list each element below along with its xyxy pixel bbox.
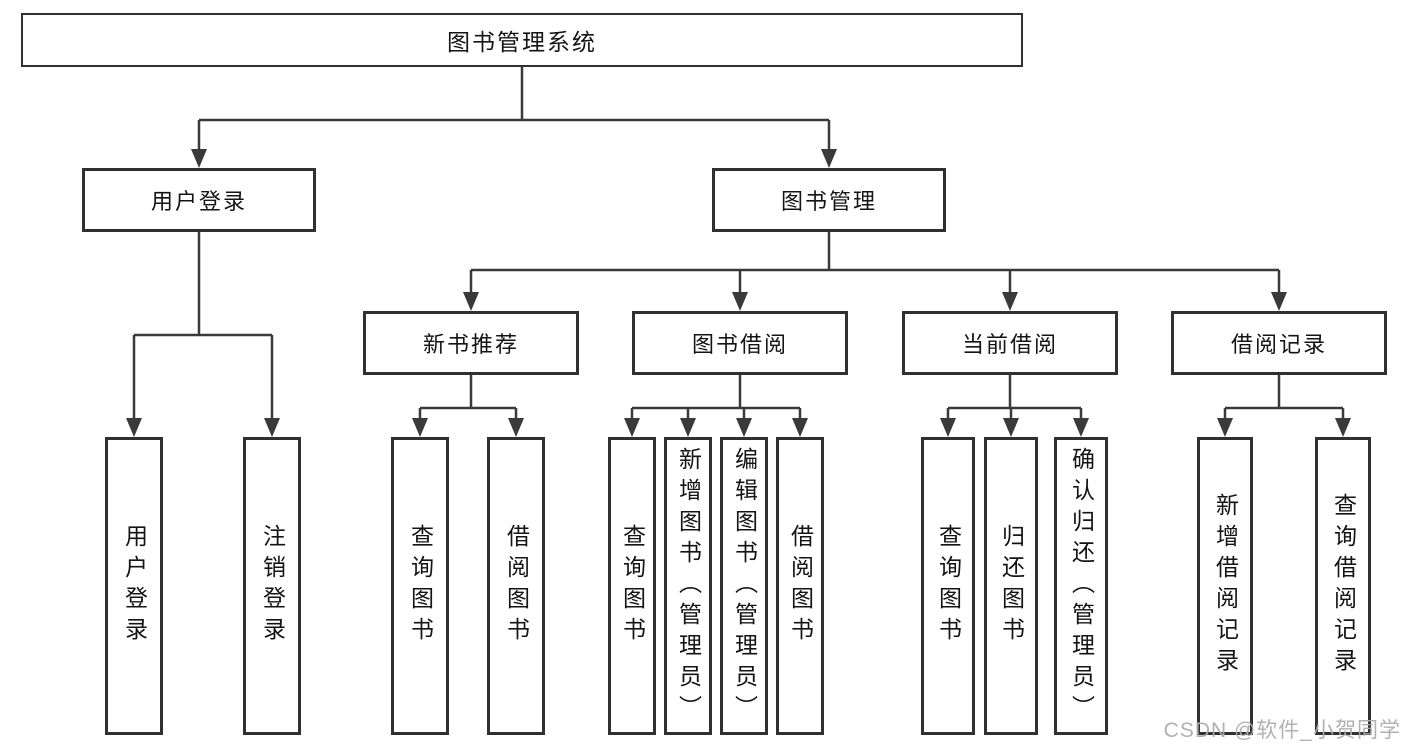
leaf-user-login-label: 用户登录 <box>121 524 148 648</box>
node-current-borrow-label: 当前借阅 <box>961 332 1058 357</box>
leaf-query-book-recommend: 查询图书 <box>391 437 449 735</box>
leaf-borrow-book: 借阅图书 <box>776 437 824 735</box>
leaf-return-book: 归还图书 <box>984 437 1038 735</box>
leaf-query-book-current-label: 查询图书 <box>935 524 962 648</box>
leaf-query-book-current: 查询图书 <box>921 437 975 735</box>
node-book-management: 图书管理 <box>712 168 946 232</box>
node-root-label: 图书管理系统 <box>447 29 597 55</box>
node-new-book-recommend: 新书推荐 <box>363 311 579 375</box>
leaf-confirm-return-admin: 确认归还（管理员） <box>1054 437 1108 735</box>
leaf-edit-book-admin: 编辑图书（管理员） <box>720 437 768 735</box>
node-root: 图书管理系统 <box>21 13 1023 67</box>
leaf-query-borrow-record-label: 查询借阅记录 <box>1330 493 1357 679</box>
leaf-logout-label: 注销登录 <box>259 524 286 648</box>
csdn-watermark: CSDN @软件_小贺同学 <box>1163 719 1401 742</box>
leaf-add-book-admin: 新增图书（管理员） <box>664 437 712 735</box>
leaf-logout: 注销登录 <box>243 437 301 735</box>
leaf-add-borrow-record-label: 新增借阅记录 <box>1212 493 1239 679</box>
leaf-return-book-label: 归还图书 <box>998 524 1025 648</box>
leaf-borrow-book-recommend: 借阅图书 <box>487 437 545 735</box>
leaf-query-borrow-record: 查询借阅记录 <box>1315 437 1371 735</box>
node-user-login-label: 用户登录 <box>150 189 247 214</box>
leaf-confirm-return-admin-label: 确认归还（管理员） <box>1068 446 1095 726</box>
node-user-login: 用户登录 <box>82 168 316 232</box>
arrowheads <box>126 149 1351 437</box>
leaf-borrow-book-label: 借阅图书 <box>787 524 814 648</box>
leaf-query-book-recommend-label: 查询图书 <box>407 524 434 648</box>
leaf-user-login: 用户登录 <box>105 437 163 735</box>
leaf-borrow-book-recommend-label: 借阅图书 <box>503 524 530 648</box>
node-borrow-records-label: 借阅记录 <box>1230 332 1327 357</box>
leaf-query-book-borrow: 查询图书 <box>608 437 656 735</box>
node-book-borrow-label: 图书借阅 <box>691 332 788 357</box>
node-book-borrow: 图书借阅 <box>632 311 848 375</box>
leaf-add-book-admin-label: 新增图书（管理员） <box>675 446 702 726</box>
node-book-management-label: 图书管理 <box>780 189 877 214</box>
leaf-add-borrow-record: 新增借阅记录 <box>1197 437 1253 735</box>
node-new-book-recommend-label: 新书推荐 <box>422 332 519 357</box>
node-current-borrow: 当前借阅 <box>902 311 1118 375</box>
leaf-edit-book-admin-label: 编辑图书（管理员） <box>731 446 758 726</box>
node-borrow-records: 借阅记录 <box>1171 311 1387 375</box>
leaf-query-book-borrow-label: 查询图书 <box>619 524 646 648</box>
